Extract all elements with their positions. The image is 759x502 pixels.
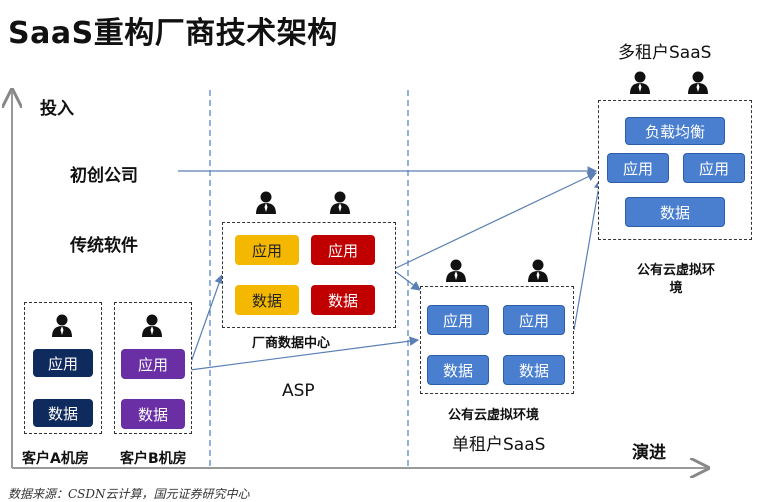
client-a-caption: 客户A机房 <box>22 451 89 467</box>
x-axis-label: 演进 <box>632 443 666 463</box>
single-app-2: 应用 <box>503 305 565 335</box>
user-icon <box>256 191 276 214</box>
stage-multi-tenant: 多租户SaaS <box>618 43 712 63</box>
client-a-data: 数据 <box>33 399 93 427</box>
client-b-caption: 客户B机房 <box>120 451 187 467</box>
single-app-1: 应用 <box>427 305 489 335</box>
multi-app-2: 应用 <box>683 153 745 183</box>
multi-app-1: 应用 <box>607 153 669 183</box>
user-icon <box>630 71 650 94</box>
multi-cloud-caption-line1: 公有云虚拟环 <box>636 263 715 278</box>
user-icon <box>528 259 548 282</box>
client-a-room: 应用 数据 <box>24 302 102 434</box>
vendor-app-2: 应用 <box>311 235 375 265</box>
vendor-data-center: 应用 应用 数据 数据 <box>222 222 396 328</box>
user-icon <box>688 71 708 94</box>
load-balancer: 负载均衡 <box>625 117 725 145</box>
multi-cloud-caption-line2: 境 <box>669 281 683 296</box>
stage-startup: 初创公司 <box>70 166 138 186</box>
page-title: SaaS重构厂商技术架构 <box>8 16 338 51</box>
stage-single-tenant: 单租户SaaS <box>452 435 546 455</box>
multi-tenant-cloud: 负载均衡 应用 应用 数据 <box>598 100 752 240</box>
single-data-2: 数据 <box>503 355 565 385</box>
client-b-app: 应用 <box>121 349 185 379</box>
vendor-data-2: 数据 <box>311 285 375 315</box>
client-b-room: 应用 数据 <box>114 302 192 434</box>
client-b-data: 数据 <box>121 399 185 429</box>
y-axis-label: 投入 <box>40 99 74 119</box>
arrow-clientb-to-vendor <box>189 273 224 366</box>
user-icon <box>142 314 162 337</box>
vendor-dc-caption: 厂商数据中心 <box>252 336 331 351</box>
multi-cloud-caption: 公有云虚拟环 境 <box>630 262 722 298</box>
arrow-single-to-multi <box>573 178 604 331</box>
vendor-app-1: 应用 <box>235 235 299 265</box>
single-tenant-cloud: 应用 应用 数据 数据 <box>420 286 574 394</box>
multi-data: 数据 <box>625 197 725 227</box>
arrow-vendor-to-single <box>395 271 421 291</box>
vendor-data-1: 数据 <box>235 285 299 315</box>
stage-asp: ASP <box>282 381 315 401</box>
client-a-app: 应用 <box>33 349 93 377</box>
source-note: 数据来源：CSDN云计算，国元证券研究中心 <box>8 487 250 501</box>
user-icon <box>446 259 466 282</box>
user-icon <box>52 314 72 337</box>
stage-traditional: 传统软件 <box>70 236 138 256</box>
single-cloud-caption: 公有云虚拟环境 <box>448 408 540 423</box>
arrow-vendor-to-multi <box>395 172 598 269</box>
single-data-1: 数据 <box>427 355 489 385</box>
user-icon <box>330 191 350 214</box>
arrow-clientb-to-single <box>189 336 420 371</box>
